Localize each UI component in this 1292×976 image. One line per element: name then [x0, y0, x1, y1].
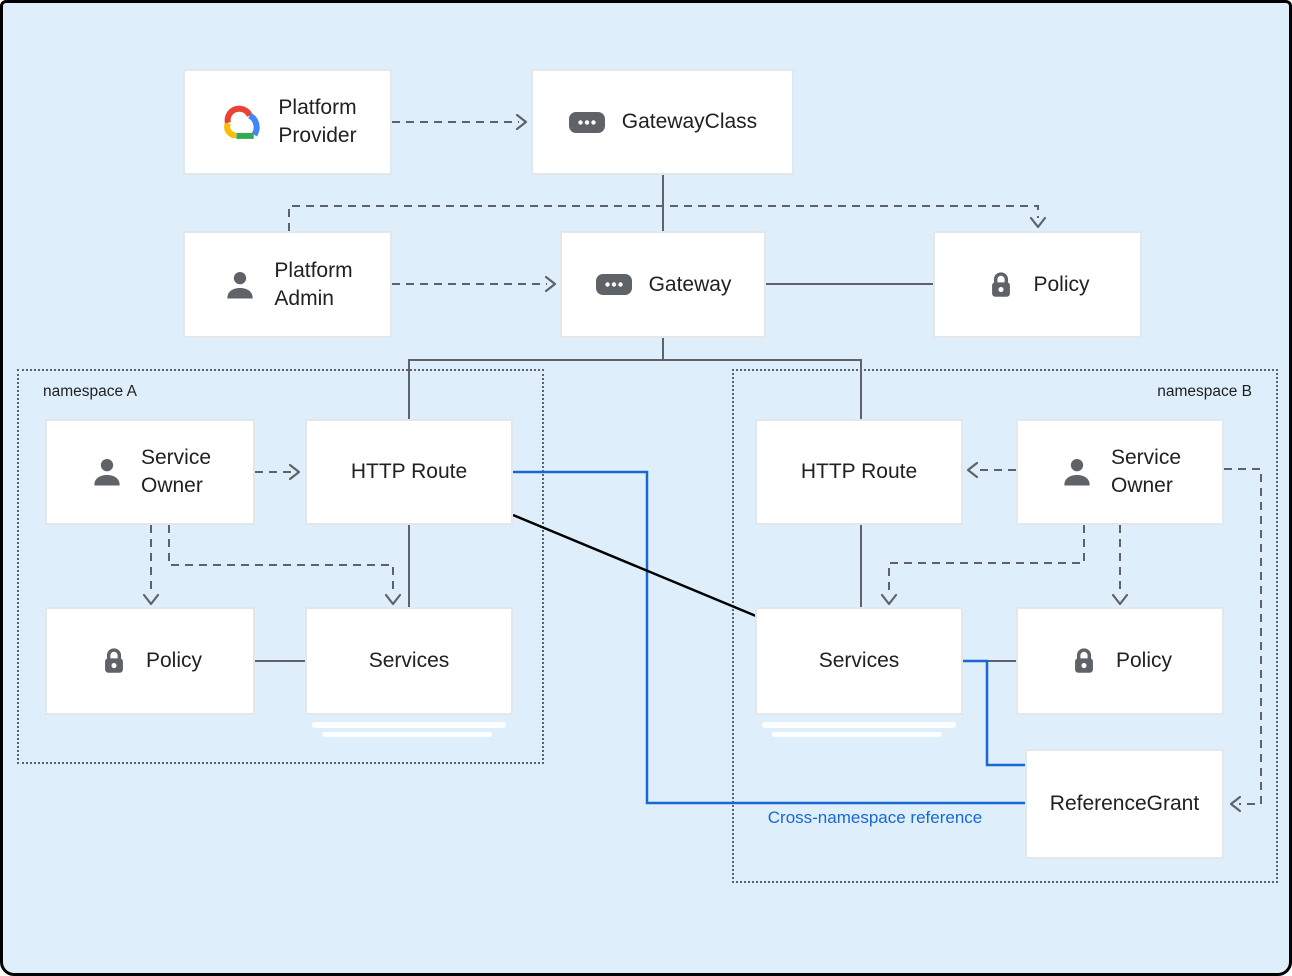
edge-httproute-a-referencegrant-blue — [513, 470, 1025, 805]
node-reference-grant: ReferenceGrant — [1025, 749, 1224, 859]
lock-icon — [992, 271, 1011, 297]
namespace-b-boundary: namespace B — [732, 369, 1278, 883]
node-policy-b: Policy — [1016, 607, 1224, 715]
node-policy-a: Policy — [45, 607, 255, 715]
arrowhead-into-services-b — [880, 593, 898, 606]
connector-lines — [142, 113, 1262, 813]
node-http-route-b: HTTP Route — [755, 419, 963, 525]
node-label: HTTP Route — [350, 460, 468, 483]
node-platform-provider: Platform Provider — [183, 69, 392, 175]
arrowhead-into-policy-b — [1111, 593, 1129, 606]
edge-services-b-referencegrant-blue — [963, 659, 1025, 767]
person-icon — [227, 271, 254, 298]
services-a-stack-line-1 — [312, 722, 506, 728]
edge-admin-policy-dashed — [288, 205, 1039, 231]
node-services-b: Services — [755, 607, 963, 715]
node-policy-root: Policy — [933, 231, 1142, 338]
edge-owner-b-referencegrant-dashed — [1224, 468, 1262, 805]
node-service-owner-b: Service Owner — [1016, 419, 1224, 525]
namespace-a-label: namespace A — [43, 383, 137, 400]
person-icon — [1064, 458, 1090, 486]
node-label: Services — [368, 649, 450, 672]
node-gateway-class: GatewayClass — [531, 69, 794, 175]
arrowhead-into-gateway — [544, 275, 557, 293]
person-icon — [94, 458, 120, 486]
lock-icon — [105, 648, 123, 673]
arrowhead-into-referencegrant — [1229, 795, 1242, 813]
lock-icon — [1075, 648, 1093, 673]
edge-owner-a-services-a-dashed — [168, 525, 394, 595]
node-label: ReferenceGrant — [1049, 792, 1200, 815]
edge-owner-b-services-b-dashed — [888, 525, 1085, 595]
arrowhead-into-policy-a — [142, 593, 160, 606]
arrowhead-into-httproute-b — [966, 461, 979, 479]
cross-namespace-reference-label: Cross-namespace reference — [767, 808, 983, 827]
namespace-b-label: namespace B — [1157, 383, 1252, 400]
edge-httproute-a-services-b-black — [512, 513, 757, 618]
node-service-owner-a: Service Owner — [45, 419, 255, 525]
edge-gateway-httproutes — [408, 338, 862, 419]
node-platform-admin: Platform Admin — [183, 231, 392, 338]
node-label: HTTP Route — [800, 460, 918, 483]
services-b-stack-line-1 — [762, 722, 956, 728]
node-label: Platform Admin — [274, 258, 353, 310]
arrowhead-into-httproute-a — [288, 463, 301, 481]
node-label: Service Owner — [140, 446, 212, 497]
services-a-stack-line-2 — [322, 732, 492, 737]
namespace-a-boundary: namespace A — [17, 369, 544, 764]
services-b-stack-line-2 — [772, 732, 942, 737]
google-cloud-logo — [224, 105, 261, 139]
node-http-route-a: HTTP Route — [305, 419, 513, 525]
node-label: Platform Provider — [278, 96, 357, 147]
arrowhead-into-gatewayclass — [515, 113, 528, 131]
resource-chip-icon — [568, 111, 605, 133]
node-label: Service Owner — [1110, 446, 1182, 497]
node-label: Services — [818, 649, 900, 672]
node-label: Gateway — [648, 272, 732, 296]
arrowhead-into-policy-root — [1029, 216, 1047, 229]
arrowhead-into-services-a — [384, 593, 402, 606]
node-label: Policy — [145, 649, 203, 672]
node-label: Policy — [1115, 649, 1173, 672]
node-label: GatewayClass — [621, 110, 758, 133]
node-services-a: Services — [305, 607, 513, 715]
node-label: Policy — [1033, 272, 1090, 296]
node-gateway: Gateway — [560, 231, 766, 338]
resource-chip-icon — [595, 274, 632, 295]
